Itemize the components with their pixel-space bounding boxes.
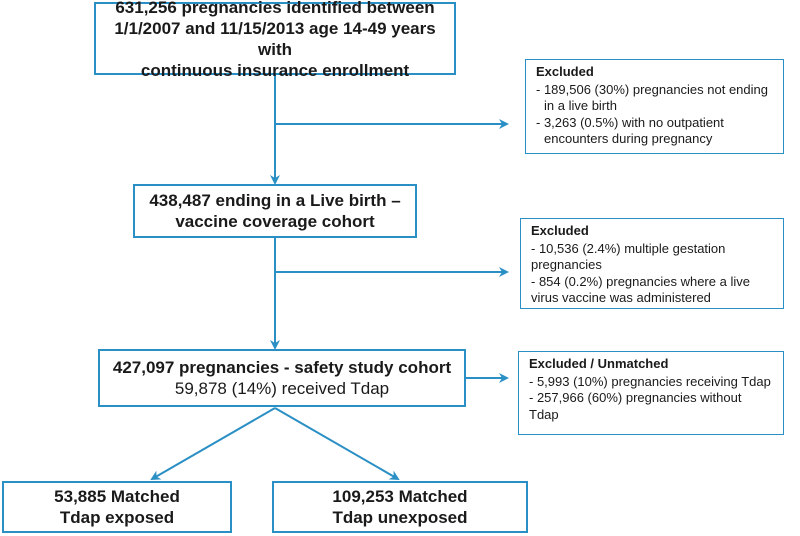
exclusion-box-1: Excluded - 189,506 (30%) pregnancies not… xyxy=(525,59,784,154)
box-identified-line3: continuous insurance enrollment xyxy=(140,60,410,80)
box-tdap-exposed: 53,885 Matched Tdap exposed xyxy=(2,481,232,533)
exclusion-3-heading: Excluded / Unmatched xyxy=(529,356,669,371)
box-safety-line1: 427,097 pregnancies - safety study cohor… xyxy=(112,358,452,377)
box-tdap-unexposed: 109,253 Matched Tdap unexposed xyxy=(272,481,528,533)
box-unexposed-line2: Tdap unexposed xyxy=(332,508,468,527)
exclusion-2-item: - 10,536 (2.4%) multiple gestation xyxy=(531,240,726,256)
exclusion-box-3: Excluded / Unmatched - 5,993 (10%) pregn… xyxy=(518,351,784,435)
exclusion-1-item: - 189,506 (30%) pregnancies not ending xyxy=(536,81,768,97)
box-exposed-line2: Tdap exposed xyxy=(59,508,175,527)
box-safety-line2: 59,878 (14%) received Tdap xyxy=(174,379,390,398)
exclusion-3-item: - 257,966 (60%) pregnancies without xyxy=(529,390,742,405)
exclusion-2-item: virus vaccine was administered xyxy=(531,290,711,305)
exclusion-1-heading: Excluded xyxy=(536,64,594,79)
exclusion-2-item: pregnancies xyxy=(531,257,602,272)
exclusion-1-item: - 3,263 (0.5%) with no outpatient xyxy=(536,114,724,130)
exclusion-3-item: - 5,993 (10%) pregnancies receiving Tdap xyxy=(529,373,771,389)
arrow-safety-to-exposed xyxy=(150,407,276,480)
box-live-birth-cohort: 438,487 ending in a Live birth – vaccine… xyxy=(133,184,417,238)
arrow-safety-to-unexposed xyxy=(274,407,400,480)
box-safety-study-cohort: 427,097 pregnancies - safety study cohor… xyxy=(98,349,466,407)
exclusion-box-2: Excluded - 10,536 (2.4%) multiple gestat… xyxy=(520,218,784,309)
box-live-birth-line2: vaccine coverage cohort xyxy=(175,212,375,231)
box-identified-line2: 1/1/2007 and 11/15/2013 age 14-49 years … xyxy=(114,18,436,59)
exclusion-2-heading: Excluded xyxy=(531,223,589,238)
exclusion-3-item: Tdap xyxy=(529,406,559,422)
box-live-birth-line1: 438,487 ending in a Live birth – xyxy=(149,191,401,210)
box-identified-line1: 631,256 pregnancies identified between xyxy=(115,0,435,17)
box-unexposed-line1: 109,253 Matched xyxy=(332,487,468,506)
exclusion-1-item: encounters during pregnancy xyxy=(544,131,713,146)
box-identified-pregnancies: 631,256 pregnancies identified between 1… xyxy=(94,0,456,80)
exclusion-1-item: in a live birth xyxy=(544,98,617,113)
box-exposed-line1: 53,885 Matched xyxy=(54,487,180,506)
exclusion-2-item: - 854 (0.2%) pregnancies where a live xyxy=(531,273,750,289)
